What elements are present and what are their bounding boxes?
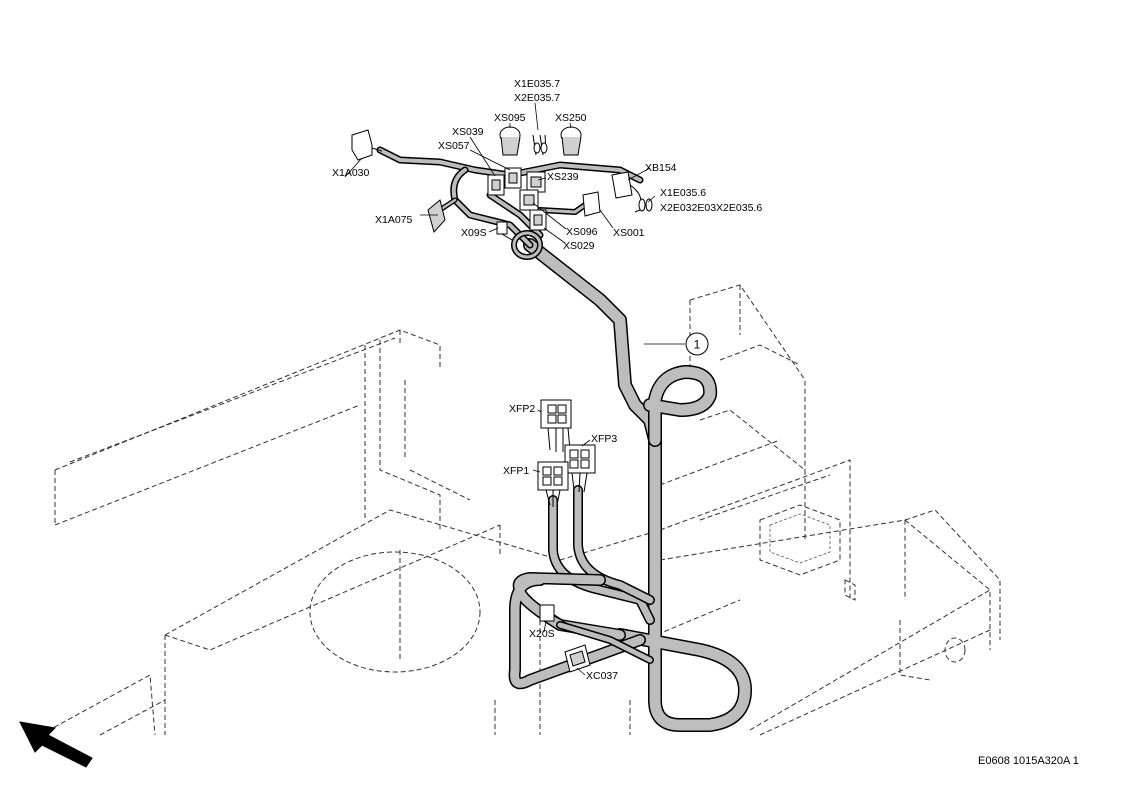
xc037-connector xyxy=(564,644,591,673)
callout-number: 1 xyxy=(694,338,701,352)
label-x1a030: X1A030 xyxy=(332,167,370,179)
xs095-connector xyxy=(499,126,521,156)
x1e0356-terminal-pair xyxy=(638,198,653,212)
xb154-connector xyxy=(611,171,642,213)
xs039-connector xyxy=(487,174,505,196)
xs239-connector xyxy=(526,171,546,193)
xs250-connector xyxy=(560,126,582,156)
upper-harness-cluster xyxy=(376,146,644,260)
x1e0357-terminal-pair xyxy=(532,134,548,156)
label-x1a075: X1A075 xyxy=(375,214,413,226)
xfp3-connector xyxy=(564,444,596,493)
label-xfp2: XFP2 xyxy=(509,403,535,415)
main-harness-bundle xyxy=(508,238,752,732)
label-xs096: XS096 xyxy=(566,226,598,238)
xs001-connector xyxy=(582,191,601,217)
label-x2e032: X2E032E03X2E035.6 xyxy=(660,202,762,214)
xfp2-connector xyxy=(540,399,572,452)
x20s-connector xyxy=(539,604,571,626)
label-x1e0357: X1E035.7 xyxy=(514,78,560,90)
xfp1-connector xyxy=(537,461,569,507)
xs096-connector xyxy=(519,189,539,211)
label-xs095: XS095 xyxy=(494,112,526,124)
label-x2e0357: X2E035.7 xyxy=(514,92,560,104)
label-xs039: XS039 xyxy=(452,126,484,138)
label-xs001: XS001 xyxy=(613,227,645,239)
leader-lines xyxy=(344,102,685,676)
label-xfp3: XFP3 xyxy=(591,433,617,445)
connector-labels: X1E035.7 X2E035.7 XS095 XS250 XS039 XS05… xyxy=(332,78,762,682)
label-xs029: XS029 xyxy=(563,240,595,252)
label-xs250: XS250 xyxy=(555,112,587,124)
label-x1e0356: X1E035.6 xyxy=(660,187,706,199)
x09s-connector xyxy=(496,221,513,241)
label-xb154: XB154 xyxy=(645,162,677,174)
callout-bubble-1: 1 xyxy=(685,332,709,356)
label-xfp1: XFP1 xyxy=(503,465,529,477)
label-xs239: XS239 xyxy=(547,171,579,183)
xs029-connector xyxy=(529,209,547,231)
machine-frame xyxy=(39,284,1001,736)
front-direction-arrow-icon xyxy=(19,721,93,768)
x1a075-connector xyxy=(427,199,446,234)
label-xs057: XS057 xyxy=(438,140,470,152)
xs057-connector xyxy=(504,167,522,189)
x1a030-connector xyxy=(351,129,383,161)
figure-code: E0608 1015A320A 1 xyxy=(978,755,1079,767)
label-x09s: X09S xyxy=(461,227,487,239)
label-x20s: X20S xyxy=(529,628,555,640)
label-xc037: XC037 xyxy=(586,670,618,682)
